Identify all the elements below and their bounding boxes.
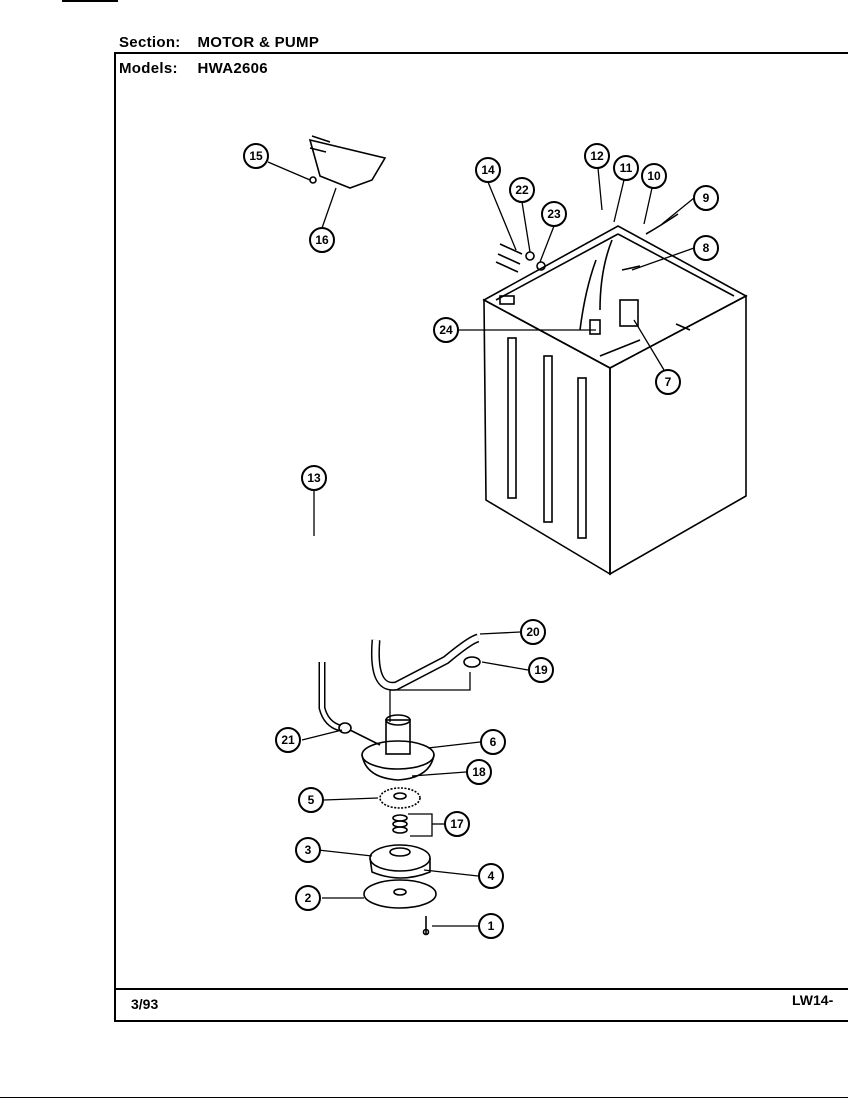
callout-20: 20 bbox=[520, 619, 546, 645]
gear-part bbox=[379, 787, 421, 809]
svg-text:14: 14 bbox=[481, 163, 495, 177]
callout-9: 9 bbox=[693, 185, 719, 211]
page-code: LW14- bbox=[792, 992, 834, 1008]
seal-spring-part bbox=[392, 814, 408, 834]
models-value: HWA2606 bbox=[197, 60, 268, 77]
svg-text:21: 21 bbox=[281, 733, 295, 747]
svg-text:13: 13 bbox=[307, 471, 321, 485]
callout-10: 10 bbox=[641, 163, 667, 189]
svg-text:15: 15 bbox=[249, 149, 263, 163]
svg-text:7: 7 bbox=[665, 375, 672, 389]
svg-text:4: 4 bbox=[488, 869, 495, 883]
diagram-frame bbox=[114, 52, 848, 1022]
leader-lines bbox=[267, 161, 695, 927]
callout-15: 15 bbox=[243, 143, 269, 169]
svg-text:10: 10 bbox=[647, 169, 661, 183]
models-label: Models: bbox=[119, 60, 178, 77]
svg-text:24: 24 bbox=[439, 323, 453, 337]
svg-text:16: 16 bbox=[315, 233, 329, 247]
callout-5: 5 bbox=[298, 787, 324, 813]
page-bottom-rule bbox=[0, 1097, 848, 1098]
callout-7: 7 bbox=[655, 369, 681, 395]
callout-6: 6 bbox=[480, 729, 506, 755]
callout-24: 24 bbox=[433, 317, 459, 343]
callout-21: 21 bbox=[275, 727, 301, 753]
gasket-part bbox=[363, 879, 437, 909]
svg-text:9: 9 bbox=[703, 191, 710, 205]
pump-housing-part bbox=[369, 844, 431, 879]
callout-11: 11 bbox=[613, 155, 639, 181]
revision-date: 3/93 bbox=[131, 996, 159, 1012]
callout-22: 22 bbox=[509, 177, 535, 203]
svg-text:11: 11 bbox=[620, 161, 633, 175]
svg-text:5: 5 bbox=[308, 793, 315, 807]
top-rule bbox=[62, 0, 118, 2]
svg-text:20: 20 bbox=[526, 625, 540, 639]
section-label: Section: bbox=[119, 34, 181, 51]
models-heading: Models: HWA2606 bbox=[119, 60, 268, 77]
svg-text:8: 8 bbox=[703, 241, 710, 255]
section-heading: Section: MOTOR & PUMP bbox=[119, 34, 319, 51]
section-value: MOTOR & PUMP bbox=[197, 34, 320, 51]
svg-text:17: 17 bbox=[450, 817, 464, 831]
callout-2: 2 bbox=[295, 885, 321, 911]
footer-rule bbox=[114, 988, 848, 990]
callout-12: 12 bbox=[584, 143, 610, 169]
callout-8: 8 bbox=[693, 235, 719, 261]
svg-text:6: 6 bbox=[490, 735, 497, 749]
cabinet-drawing bbox=[482, 225, 748, 576]
callout-3: 3 bbox=[295, 837, 321, 863]
svg-text:18: 18 bbox=[472, 765, 486, 779]
callout-18: 18 bbox=[466, 759, 492, 785]
svg-text:1: 1 bbox=[488, 919, 495, 933]
svg-text:12: 12 bbox=[590, 149, 604, 163]
svg-text:3: 3 bbox=[305, 843, 312, 857]
bracket-part bbox=[308, 135, 387, 189]
svg-text:22: 22 bbox=[515, 183, 529, 197]
callout-23: 23 bbox=[541, 201, 567, 227]
callout-14: 14 bbox=[475, 157, 501, 183]
callout-16: 16 bbox=[309, 227, 335, 253]
callout-1: 1 bbox=[478, 913, 504, 939]
pump-assembly bbox=[338, 714, 435, 781]
callout-19: 19 bbox=[528, 657, 554, 683]
svg-text:19: 19 bbox=[534, 663, 548, 677]
inlet-hose-parts bbox=[495, 243, 546, 273]
callout-17: 17 bbox=[444, 811, 470, 837]
callout-13: 13 bbox=[301, 465, 327, 491]
svg-text:2: 2 bbox=[305, 891, 312, 905]
svg-text:23: 23 bbox=[547, 207, 561, 221]
callout-4: 4 bbox=[478, 863, 504, 889]
